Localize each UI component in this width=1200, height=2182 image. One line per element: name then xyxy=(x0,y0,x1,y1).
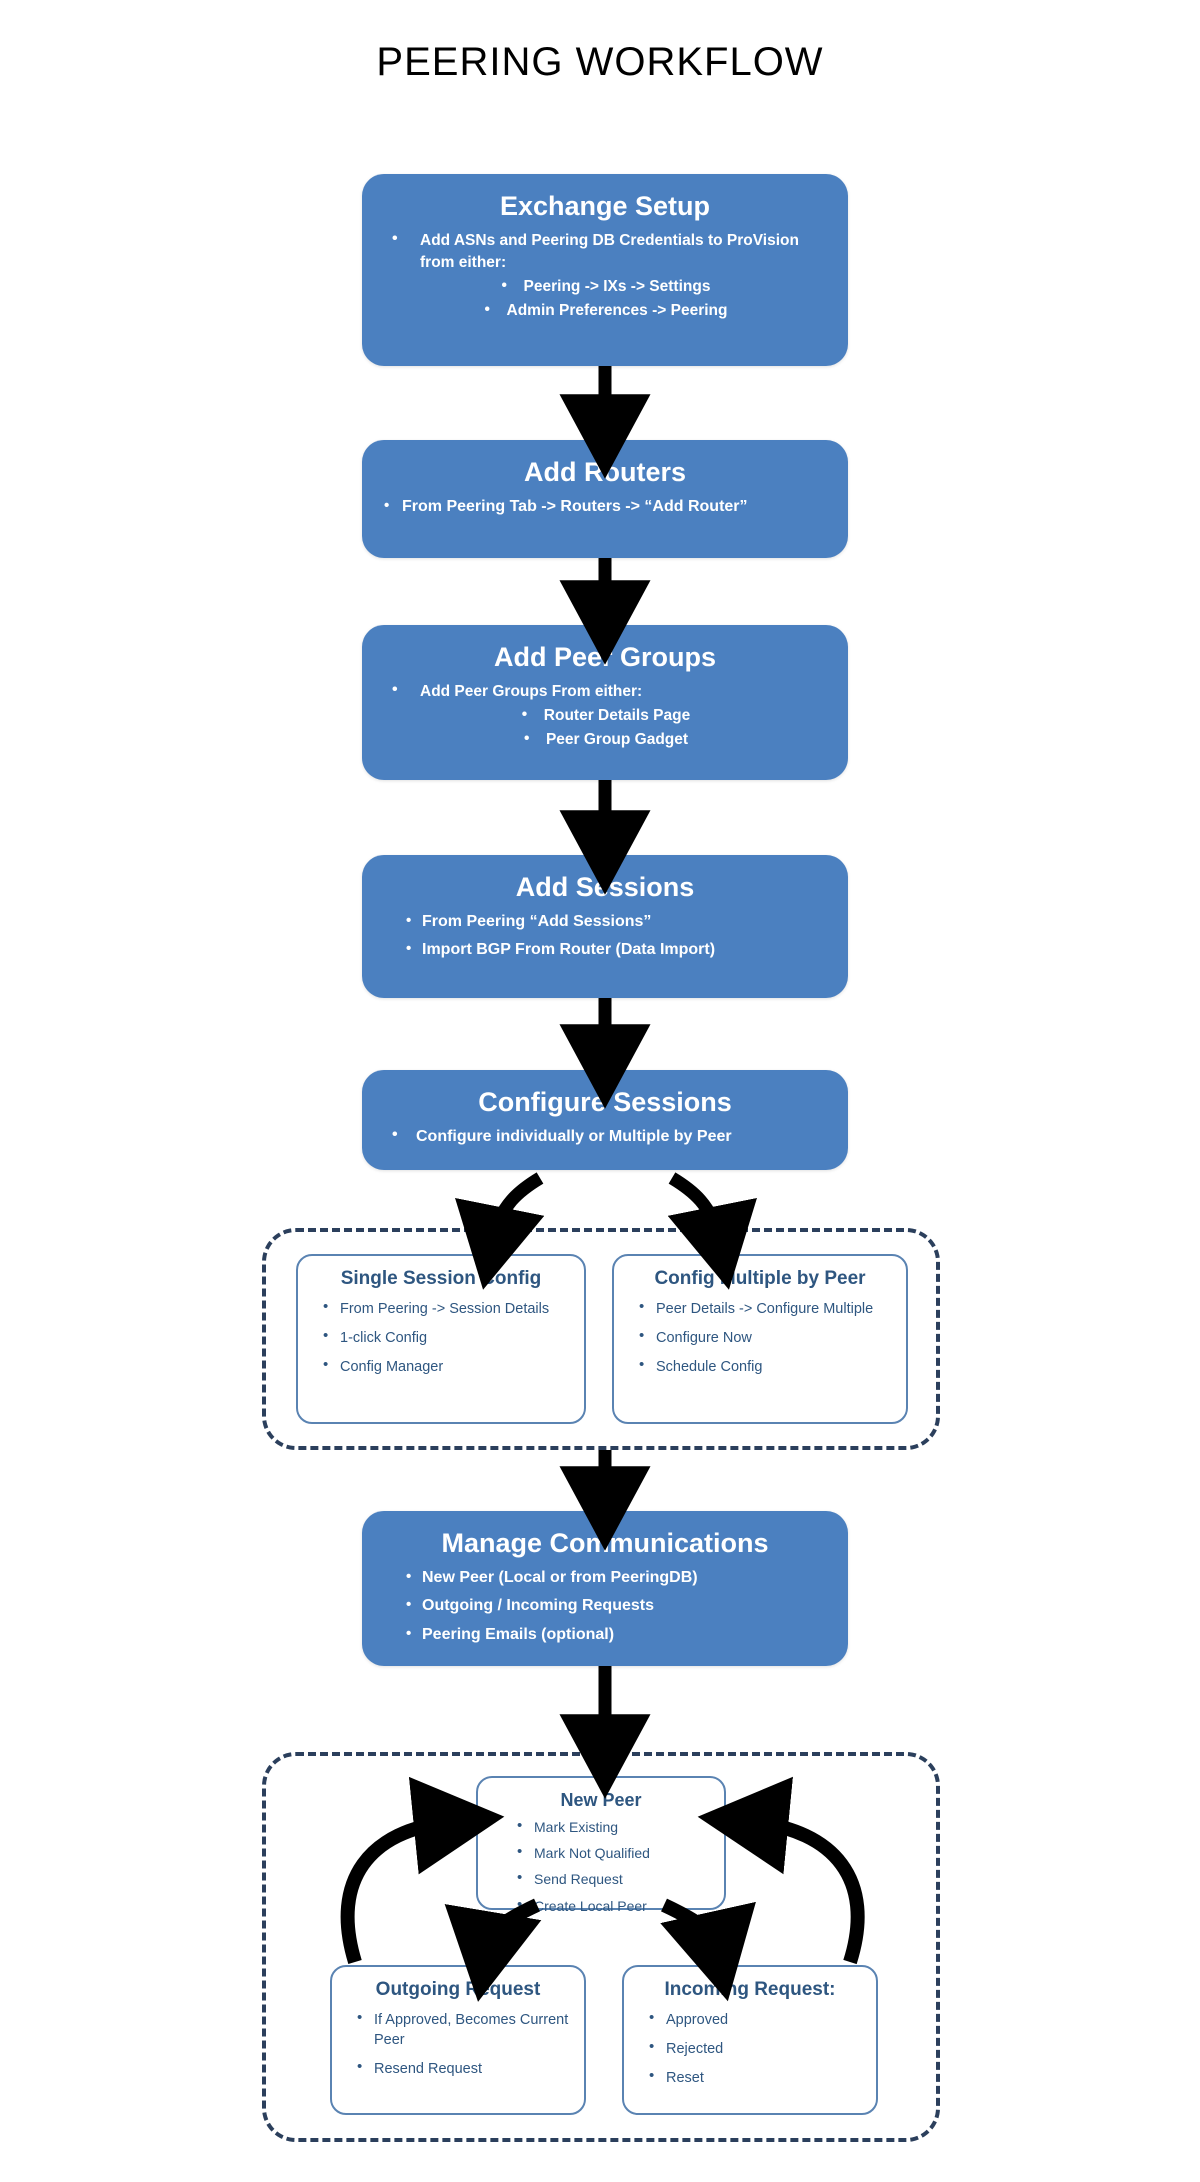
bullet-item: Schedule Config xyxy=(636,1355,894,1377)
step-box-exchange-setup[interactable]: Exchange Setup Add ASNs and Peering DB C… xyxy=(362,174,848,366)
bullet-item: New Peer (Local or from PeeringDB) xyxy=(402,1566,830,1590)
step-title: Exchange Setup xyxy=(499,191,711,221)
state-box-bullet-list: Approved Rejected Reset xyxy=(636,2008,864,2088)
bullet-item: Add ASNs and Peering DB Credentials to P… xyxy=(380,228,830,274)
sub-box-title: Config Multiple by Peer xyxy=(654,1268,866,1289)
step-bullet-list: Add ASNs and Peering DB Credentials to P… xyxy=(380,228,830,322)
bullet-item: Import BGP From Router (Data Import) xyxy=(402,938,830,962)
bullet-item: If Approved, Becomes Current Peer xyxy=(354,2008,572,2050)
bullet-item: Router Details Page xyxy=(380,704,830,727)
step-bullet-list: New Peer (Local or from PeeringDB) Outgo… xyxy=(380,1566,830,1647)
step-bullet-list: Add Peer Groups From either: Router Deta… xyxy=(380,679,830,751)
sub-box-bullet-list: Peer Details -> Configure Multiple Confi… xyxy=(626,1297,894,1377)
bullet-item: Admin Preferences -> Peering xyxy=(380,299,830,322)
state-box-new-peer[interactable]: New Peer Mark Existing Mark Not Qualifie… xyxy=(476,1776,726,1916)
step-title: Add Routers xyxy=(524,457,686,487)
bullet-item: Peering Emails (optional) xyxy=(402,1623,830,1647)
bullet-item: Add Peer Groups From either: xyxy=(380,679,830,703)
step-box-manage-communications[interactable]: Manage Communications New Peer (Local or… xyxy=(362,1511,848,1666)
step-box-configure-sessions[interactable]: Configure Sessions Configure individuall… xyxy=(362,1070,848,1170)
step-bullet-list: From Peering “Add Sessions” Import BGP F… xyxy=(380,910,830,962)
page-title: PEERING WORKFLOW xyxy=(376,40,824,84)
bullet-item: Mark Existing xyxy=(514,1816,712,1837)
bullet-item: From Peering “Add Sessions” xyxy=(402,910,830,934)
bullet-text: Router Details Page xyxy=(520,704,690,727)
step-box-add-sessions[interactable]: Add Sessions From Peering “Add Sessions”… xyxy=(362,855,848,998)
state-box-outgoing-request[interactable]: Outgoing Request If Approved, Becomes Cu… xyxy=(330,1965,586,2115)
bullet-item: Configure individually or Multiple by Pe… xyxy=(380,1124,830,1149)
bullet-item: Resend Request xyxy=(354,2057,572,2079)
bullet-text: Admin Preferences -> Peering xyxy=(483,299,728,322)
state-box-title: Outgoing Request xyxy=(375,1979,541,2000)
bullet-item: Outgoing / Incoming Requests xyxy=(402,1594,830,1618)
bullet-item: Peering -> IXs -> Settings xyxy=(380,275,830,298)
bullet-item: Reset xyxy=(646,2066,864,2088)
bullet-item: From Peering Tab -> Routers -> “Add Rout… xyxy=(380,495,830,519)
sub-box-title: Single Session Config xyxy=(340,1268,542,1289)
step-bullet-list: Configure individually or Multiple by Pe… xyxy=(380,1124,830,1149)
step-title: Configure Sessions xyxy=(478,1087,732,1117)
bullet-item: Peer Details -> Configure Multiple xyxy=(636,1297,894,1319)
sub-box-config-multiple-by-peer[interactable]: Config Multiple by Peer Peer Details -> … xyxy=(612,1254,908,1424)
bullet-item: Rejected xyxy=(646,2037,864,2059)
bullet-item: Peer Group Gadget xyxy=(380,728,830,751)
step-box-add-peer-groups[interactable]: Add Peer Groups Add Peer Groups From eit… xyxy=(362,625,848,780)
sub-box-single-session-config[interactable]: Single Session Config From Peering -> Se… xyxy=(296,1254,586,1424)
state-box-title: New Peer xyxy=(560,1790,642,1810)
step-box-add-routers[interactable]: Add Routers From Peering Tab -> Routers … xyxy=(362,440,848,558)
bullet-item: Mark Not Qualified xyxy=(514,1842,712,1863)
state-box-bullet-list: Mark Existing Mark Not Qualified Send Re… xyxy=(490,1816,712,1916)
bullet-text: Peering -> IXs -> Settings xyxy=(500,275,711,298)
bullet-item: Approved xyxy=(646,2008,864,2030)
bullet-item: Send Request xyxy=(514,1868,712,1889)
step-title: Add Sessions xyxy=(515,872,695,902)
config-options-group xyxy=(262,1228,940,1450)
state-box-title: Incoming Request: xyxy=(664,1979,836,2000)
bullet-item: From Peering -> Session Details xyxy=(320,1297,572,1319)
step-bullet-list: From Peering Tab -> Routers -> “Add Rout… xyxy=(380,495,830,519)
step-title: Manage Communications xyxy=(441,1528,769,1558)
bullet-item: Configure Now xyxy=(636,1326,894,1348)
bullet-item: Create Local Peer xyxy=(514,1894,712,1916)
state-box-bullet-list: If Approved, Becomes Current Peer Resend… xyxy=(344,2008,572,2079)
bullet-text: Peer Group Gadget xyxy=(522,728,688,751)
bullet-item: 1-click Config xyxy=(320,1326,572,1348)
sub-box-bullet-list: From Peering -> Session Details 1-click … xyxy=(310,1297,572,1377)
state-box-incoming-request[interactable]: Incoming Request: Approved Rejected Rese… xyxy=(622,1965,878,2115)
bullet-item: Config Manager xyxy=(320,1355,572,1377)
step-title: Add Peer Groups xyxy=(493,642,717,672)
